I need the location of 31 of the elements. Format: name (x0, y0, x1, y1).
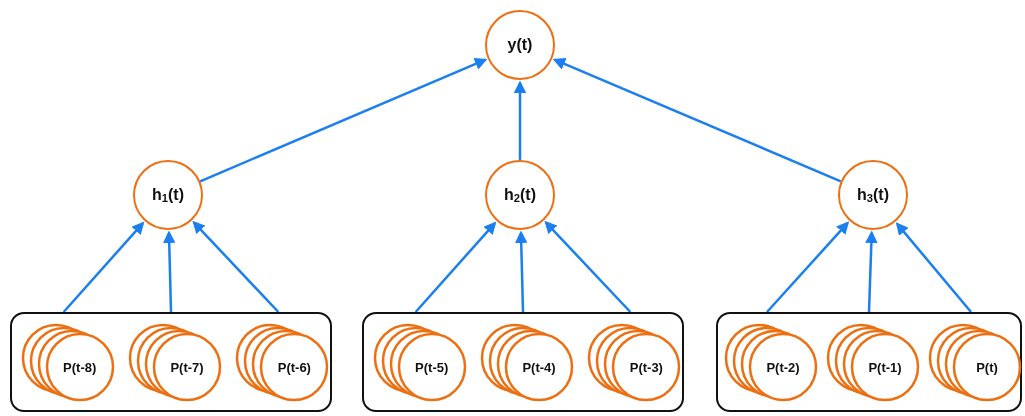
arrow (544, 220, 632, 313)
node-label: P(t-2) (766, 359, 800, 374)
node-circle (485, 160, 555, 230)
node-label: P(t-4) (522, 359, 556, 374)
arrow (552, 58, 842, 183)
group-box (10, 312, 332, 412)
arrow (192, 220, 280, 313)
node-label: P(t-8) (63, 359, 97, 374)
node-label: P(t-1) (868, 359, 902, 374)
node-label: P(t-7) (170, 359, 204, 374)
arrow (199, 58, 488, 183)
node-circle (838, 160, 908, 230)
group-box (716, 312, 1022, 412)
node-label: P(t-5) (415, 359, 449, 374)
node-label: h$_{2}$(t) (504, 186, 536, 204)
arrow (414, 221, 497, 313)
arrow (895, 222, 972, 313)
node-label: y(t) (507, 36, 533, 54)
group-box (362, 312, 684, 412)
node-circle (133, 160, 203, 230)
arrow (865, 230, 878, 313)
arrow (766, 221, 850, 313)
arrow (163, 230, 176, 313)
arrow (513, 80, 527, 160)
arrow (62, 221, 145, 313)
arrow (515, 230, 528, 313)
node-label: h$_{3}$(t) (857, 186, 889, 204)
node-label: P(t-3) (629, 359, 663, 374)
node-label: P(t-6) (277, 359, 311, 374)
node-label: h$_{1}$(t) (152, 186, 184, 204)
node-label: P(t) (976, 359, 998, 374)
